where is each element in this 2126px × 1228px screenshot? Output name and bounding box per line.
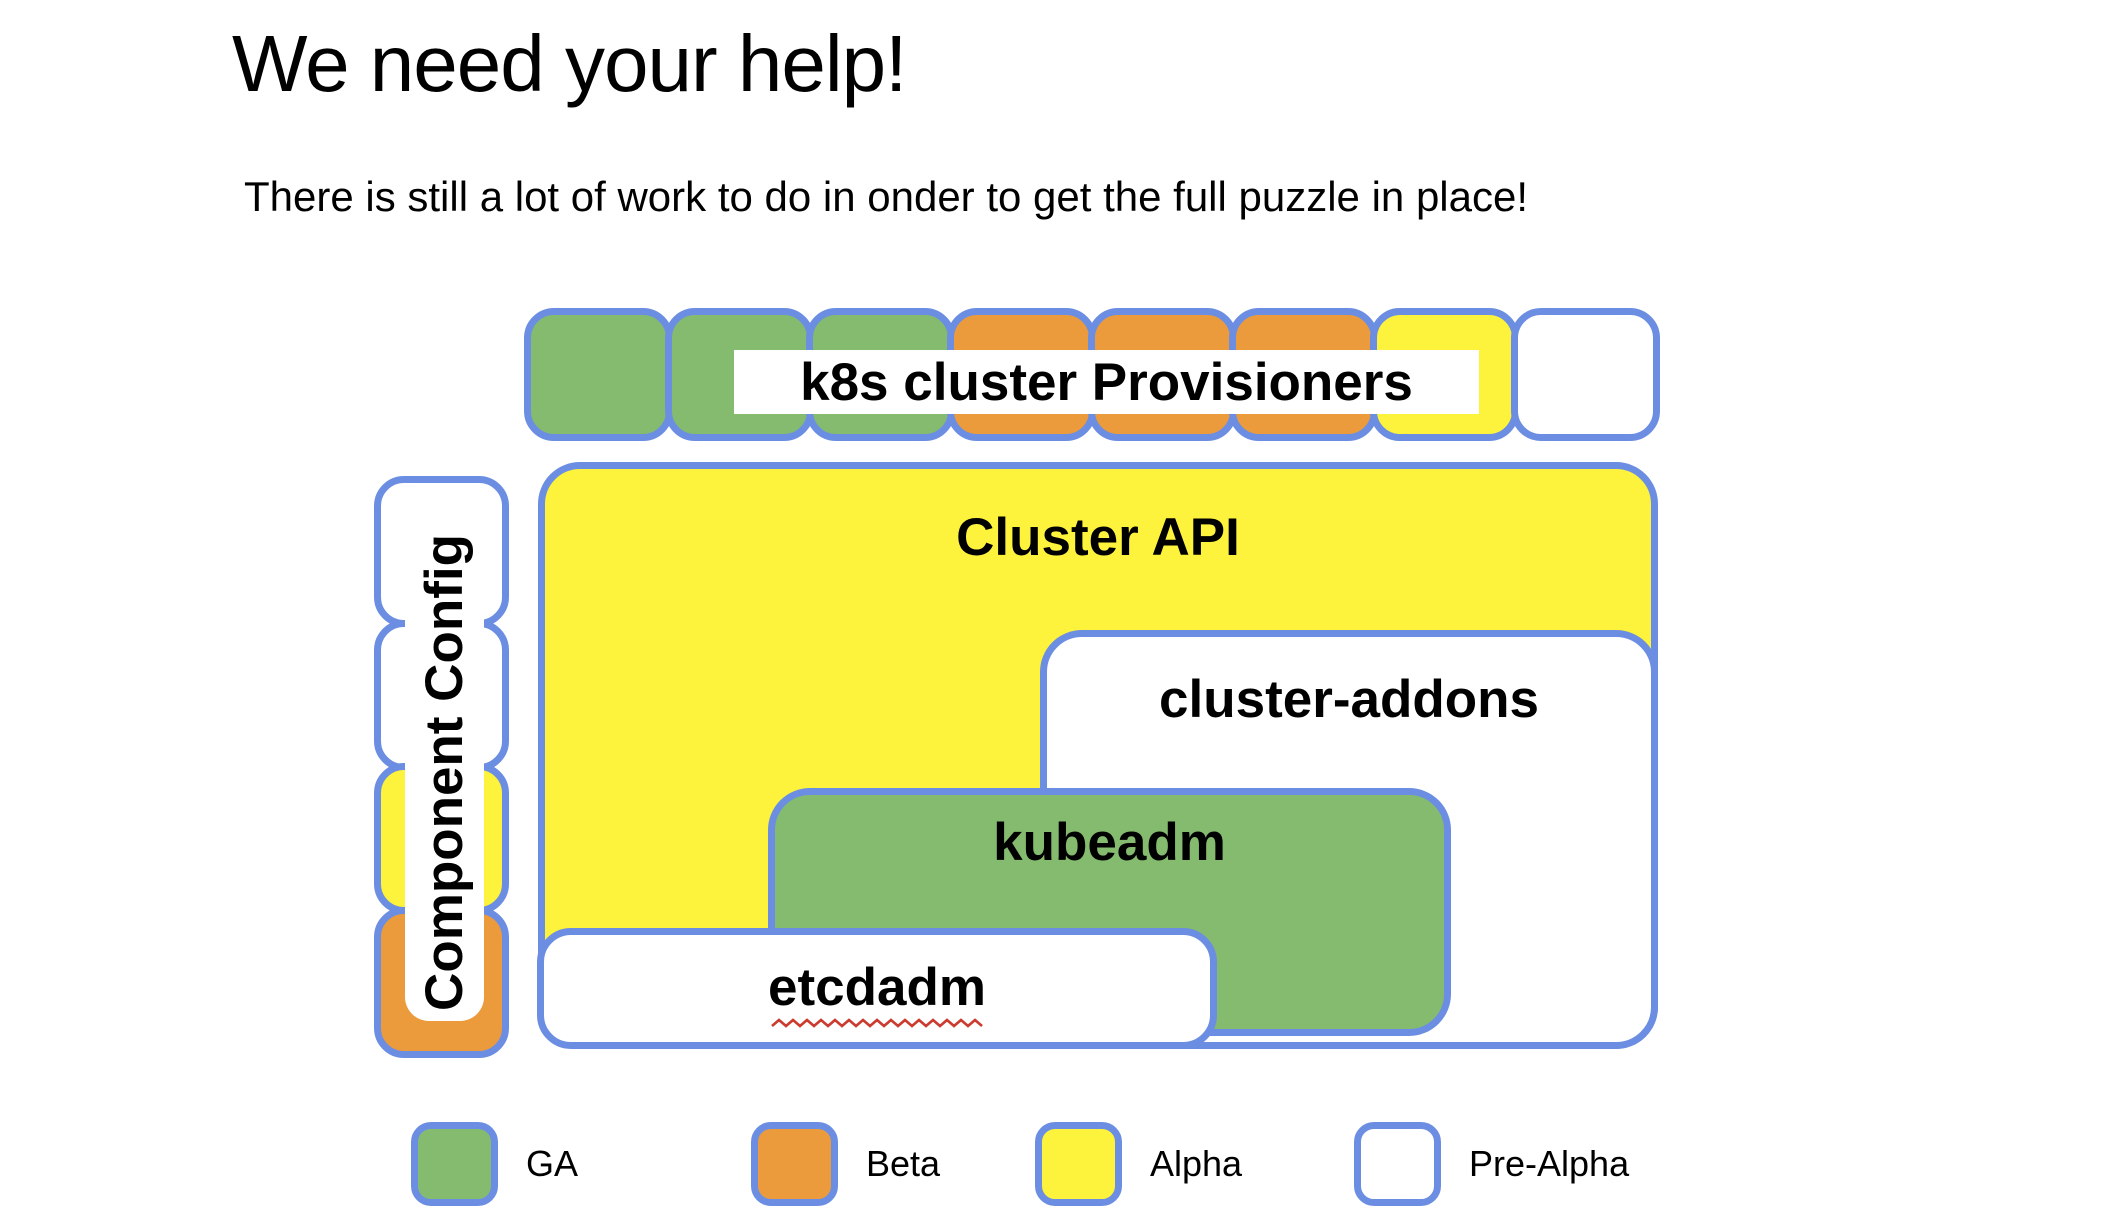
legend: GA Beta Alpha Pre-Alpha — [411, 1122, 1811, 1206]
provisioner-piece-8-white — [1511, 308, 1660, 441]
provisioners-label-strip: k8s cluster Provisioners — [734, 350, 1479, 414]
legend-item-ga: GA — [411, 1122, 578, 1206]
legend-item-beta: Beta — [751, 1122, 940, 1206]
legend-label-ga: GA — [526, 1143, 579, 1184]
legend-swatch-alpha — [1035, 1122, 1122, 1206]
spellcheck-squiggle-icon — [771, 1018, 983, 1028]
component-config-label: Component Config — [415, 534, 474, 1011]
kubeadm-label: kubeadm — [993, 813, 1226, 872]
cluster-addons-label: cluster-addons — [1159, 670, 1539, 729]
legend-swatch-prealpha — [1354, 1122, 1441, 1206]
legend-item-alpha: Alpha — [1035, 1122, 1242, 1206]
legend-label-alpha: Alpha — [1150, 1143, 1243, 1184]
page-subtitle: There is still a lot of work to do in on… — [244, 173, 1529, 220]
legend-swatch-beta — [751, 1122, 838, 1206]
legend-label-prealpha: Pre-Alpha — [1469, 1143, 1630, 1184]
legend-swatch-ga — [411, 1122, 498, 1206]
etcdadm-label: etcdadm — [768, 958, 986, 1017]
page-title: We need your help! — [232, 19, 907, 108]
cluster-api-label: Cluster API — [956, 508, 1240, 567]
legend-label-beta: Beta — [866, 1143, 941, 1184]
provisioners-label: k8s cluster Provisioners — [800, 352, 1413, 412]
legend-item-prealpha: Pre-Alpha — [1354, 1122, 1629, 1206]
component-config-label-box: Component Config — [405, 524, 484, 1021]
etcdadm-box: etcdadm — [537, 928, 1217, 1049]
provisioner-piece-1-green — [524, 308, 673, 441]
